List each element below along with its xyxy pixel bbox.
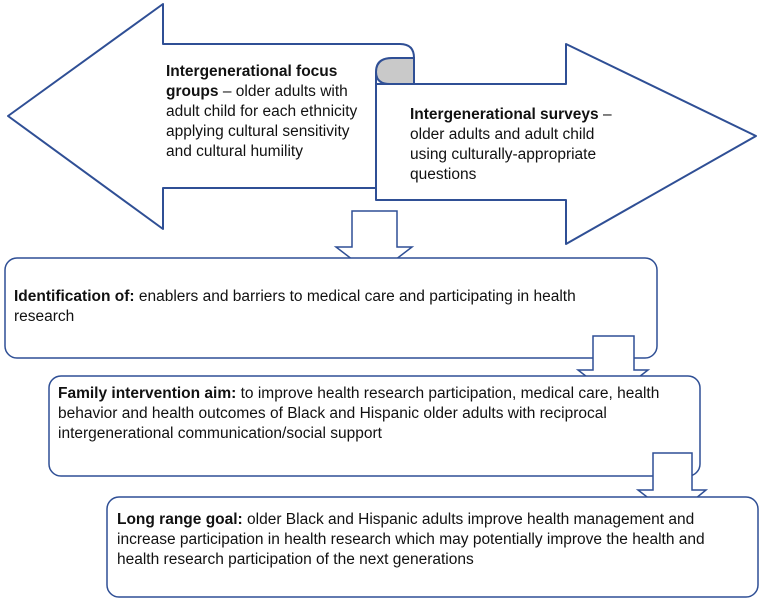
long-range-goal-text: Long range goal: older Black and Hispani… bbox=[117, 510, 737, 570]
arrow-curl bbox=[374, 57, 415, 85]
long-range-goal-heading: Long range goal: bbox=[117, 511, 243, 528]
family-intervention-heading: Family intervention aim: bbox=[58, 385, 237, 402]
family-intervention-text: Family intervention aim: to improve heal… bbox=[58, 384, 683, 444]
identification-heading: Identification of: bbox=[14, 288, 135, 305]
left-arrow-shape bbox=[7, 3, 415, 230]
long-range-goal-body: older Black and Hispanic adults improve … bbox=[117, 511, 705, 568]
identification-body: enablers and barriers to medical care an… bbox=[14, 288, 576, 325]
identification-text: Identification of: enablers and barriers… bbox=[14, 287, 634, 327]
focus-groups-text: Intergenerational focus groups – older a… bbox=[166, 62, 376, 162]
focus-groups-body: – older adults with adult child for each… bbox=[166, 83, 358, 160]
long-range-goal-box bbox=[106, 496, 759, 598]
surveys-text: Intergenerational surveys – older adults… bbox=[410, 105, 625, 185]
double-arrow bbox=[7, 3, 757, 245]
family-intervention-body: to improve health research participation… bbox=[58, 385, 660, 442]
surveys-heading: Intergenerational surveys bbox=[410, 106, 599, 123]
identification-box bbox=[4, 257, 658, 359]
surveys-body: – older adults and adult child using cul… bbox=[410, 106, 612, 183]
family-intervention-box bbox=[48, 375, 701, 477]
focus-groups-heading: Intergenerational focus groups bbox=[166, 63, 338, 100]
